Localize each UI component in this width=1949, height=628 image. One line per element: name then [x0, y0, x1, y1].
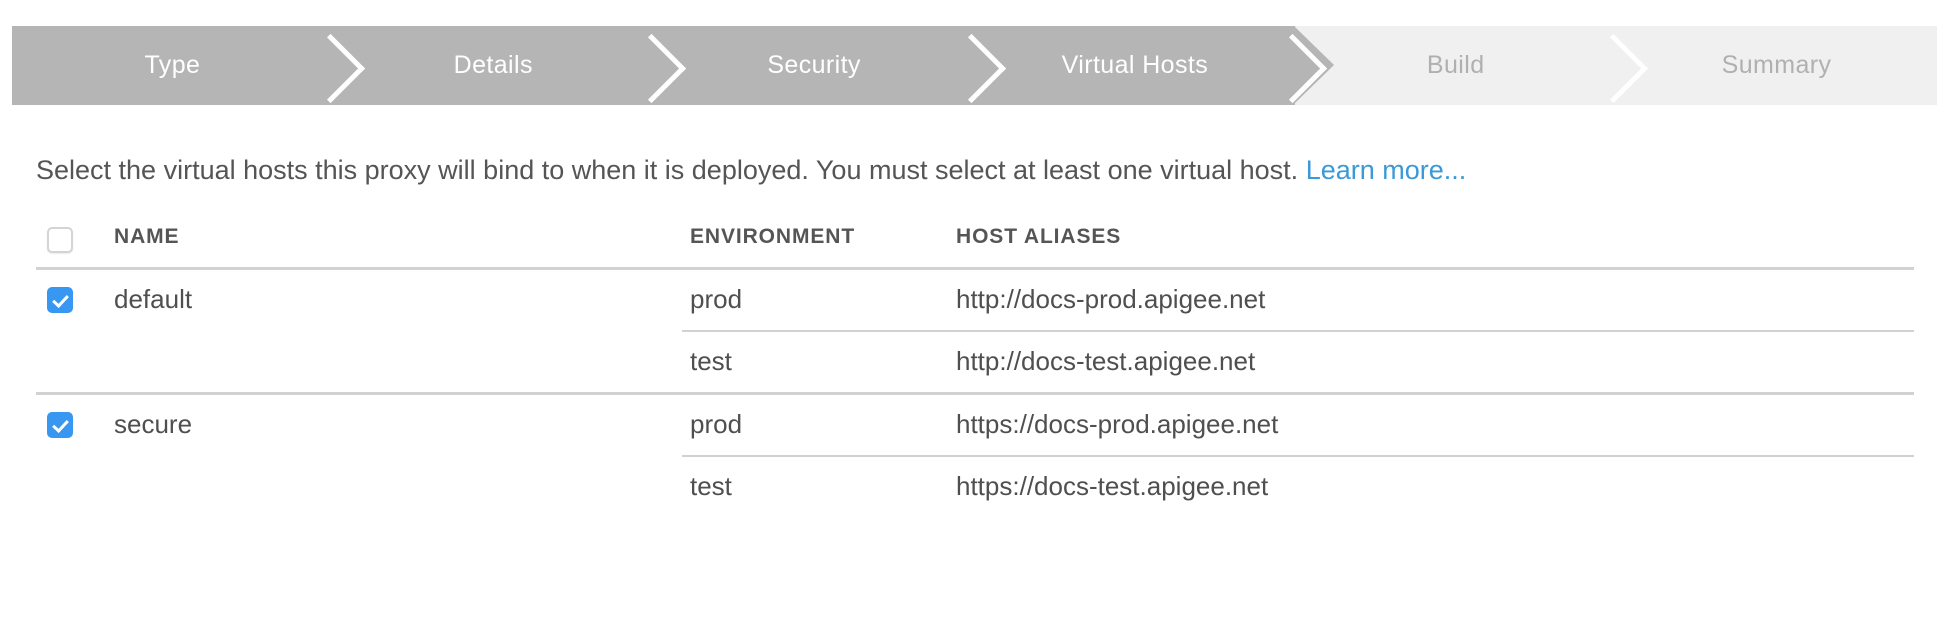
group-divider [36, 392, 1914, 395]
wizard-step-label: Details [453, 51, 533, 79]
row-checkbox-secure[interactable] [47, 412, 73, 443]
cell-environment: test [690, 346, 732, 376]
header-divider [36, 267, 1914, 270]
cell-environment: prod [690, 409, 743, 439]
row-checkbox-default[interactable] [47, 287, 73, 318]
wizard-step-bar: Type Details Security Virtual Hosts Buil… [12, 26, 1937, 105]
checkbox-checked-icon[interactable] [47, 287, 73, 313]
column-header-environment: ENVIRONMENT [690, 225, 856, 248]
row-name: default [114, 284, 193, 314]
wizard-step-label: Type [144, 51, 201, 79]
select-all-checkbox[interactable] [47, 227, 73, 258]
wizard-step-label: Virtual Hosts [1061, 51, 1209, 79]
table-row: secure prod https://docs-prod.apigee.net… [36, 395, 1914, 517]
list-item: prod https://docs-prod.apigee.net [36, 395, 1914, 455]
chevron-right-icon [1258, 33, 1328, 103]
sub-row-divider [682, 330, 1914, 332]
table-header-row: NAME ENVIRONMENT HOST ALIASES [36, 215, 1914, 267]
description-text: Select the virtual hosts this proxy will… [36, 155, 1306, 185]
page-description: Select the virtual hosts this proxy will… [36, 155, 1466, 186]
table-row: default prod http://docs-prod.apigee.net… [36, 270, 1914, 392]
wizard-step-details[interactable]: Details [332, 26, 686, 105]
cell-environment: test [690, 471, 732, 501]
list-item: test http://docs-test.apigee.net [36, 332, 1914, 392]
learn-more-link[interactable]: Learn more... [1305, 155, 1467, 185]
checkbox-unchecked-icon[interactable] [47, 227, 73, 253]
wizard-step-security[interactable]: Security [653, 26, 1007, 105]
wizard-step-label: Build [1426, 51, 1485, 79]
column-header-host-aliases: HOST ALIASES [956, 225, 1122, 248]
wizard-step-label: Summary [1721, 51, 1832, 79]
cell-host-alias: http://docs-test.apigee.net [956, 346, 1256, 376]
wizard-step-type[interactable]: Type [12, 26, 365, 105]
cell-host-alias: https://docs-prod.apigee.net [956, 409, 1279, 439]
sub-row-divider [682, 455, 1914, 457]
column-header-name: NAME [114, 225, 180, 248]
wizard-step-summary[interactable]: Summary [1616, 26, 1937, 105]
wizard-step-label: Security [767, 51, 861, 79]
checkbox-checked-icon[interactable] [47, 412, 73, 438]
cell-environment: prod [690, 284, 743, 314]
cell-host-alias: https://docs-test.apigee.net [956, 471, 1269, 501]
cell-host-alias: http://docs-prod.apigee.net [956, 284, 1266, 314]
list-item: prod http://docs-prod.apigee.net [36, 270, 1914, 330]
row-name: secure [114, 409, 193, 439]
virtual-hosts-table: NAME ENVIRONMENT HOST ALIASES default pr… [36, 215, 1914, 517]
list-item: test https://docs-test.apigee.net [36, 457, 1914, 517]
wizard-step-build[interactable]: Build [1295, 26, 1649, 105]
wizard-step-virtual-hosts[interactable]: Virtual Hosts [974, 26, 1335, 105]
